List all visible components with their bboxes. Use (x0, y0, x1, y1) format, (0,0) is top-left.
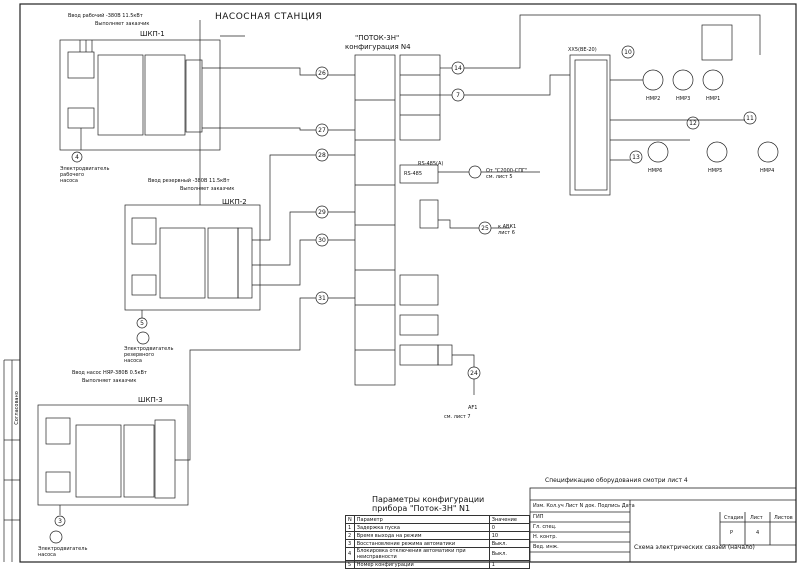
side-stamp-label: Согласовано (13, 391, 20, 425)
panel-2 (124, 204, 261, 345)
panel-3-label: ШКП-3 (138, 396, 163, 404)
params-col-name: Параметр (353, 515, 490, 524)
sensor-label: НМР4 (760, 168, 775, 174)
panel-2-note: Выполняет заказчик (180, 186, 235, 192)
params-header-row: N Параметр Значение (345, 515, 530, 524)
sheet-title: НАСОСНАЯ СТАНЦИЯ (215, 12, 323, 22)
marker-label: 13 (632, 154, 640, 161)
marker-label: 5 (140, 320, 144, 327)
af-label: АF1 (468, 405, 478, 411)
marker-label: 28 (318, 152, 326, 159)
marker-label: 24 (470, 370, 478, 377)
marker-label: 27 (318, 127, 326, 134)
af-note: см. лист 7 (444, 414, 471, 420)
device-block (354, 54, 453, 386)
marker-label: 14 (454, 65, 462, 72)
marker-label: 7 (456, 92, 460, 99)
junction-label: ХХ5(ВЕ-20) (568, 47, 597, 53)
panel-1-note: Выполняет заказчик (95, 21, 150, 27)
marker-label: 31 (318, 295, 326, 302)
panel-1-input: Ввод рабочий -380В 11.5кВт (68, 13, 143, 19)
sensors (642, 24, 779, 163)
panel-3-input: Ввод насос НЯР-380В 0.5кВт (72, 370, 147, 376)
panel-3 (37, 404, 189, 544)
marker-label: 30 (318, 237, 326, 244)
stamp-row: Вед. инж. (533, 544, 559, 550)
panel-2-input: Ввод резервный -380В 11.5кВт (148, 178, 230, 184)
rs485-device-a: RS-485(А) (418, 161, 444, 167)
avr-note: к АВК1 лист 6 (498, 224, 517, 236)
stamp-description: Схема электрических связей (начало) (634, 544, 755, 551)
sheets-head: Листов (774, 515, 793, 521)
marker-label: 10 (624, 49, 632, 56)
marker-label: 29 (318, 209, 326, 216)
stamp-row: Гл. спец. (533, 524, 557, 530)
device-title: "ПОТОК-3Н" (355, 34, 400, 42)
sensor-label: НМР6 (648, 168, 663, 174)
marker-label: 4 (75, 154, 79, 161)
panel-1-label: ШКП-1 (140, 30, 165, 38)
pump-2-label: Электродвигатель резервного насоса (124, 346, 174, 364)
params-col-value: Значение (488, 515, 530, 524)
marker-label: 25 (481, 225, 489, 232)
cable-note: От "С2000-СПГ" см. лист 5 (486, 168, 528, 180)
sensor-label: НМР1 (706, 96, 721, 102)
panel-3-note: Выполняет заказчик (82, 378, 137, 384)
panel-2-label: ШКП-2 (222, 198, 247, 206)
stage-value: Р (730, 530, 734, 536)
sheet-head: Лист (750, 515, 763, 521)
spec-note: Спецификацию оборудования смотри лист 4 (545, 477, 688, 484)
stamp-row: ГИП (533, 514, 544, 520)
params-title: Параметры конфигурации (372, 495, 485, 504)
sensor-label: НМР2 (646, 96, 661, 102)
sheet-value: 4 (756, 530, 760, 536)
sensor-label: НМР3 (676, 96, 691, 102)
stamp-row: Н. контр. (533, 534, 557, 540)
marker-label: 3 (58, 518, 62, 525)
marker-label: 11 (746, 115, 754, 122)
stamp-head: Изм. Кол.уч Лист N док. Подпись Дата (533, 503, 635, 509)
title-block (529, 487, 797, 563)
params-col-n: N (345, 515, 355, 524)
sensor-label: НМР5 (708, 168, 723, 174)
marker-label: 12 (689, 120, 697, 127)
params-subtitle: прибора "Поток-3Н" N1 (372, 504, 471, 513)
rs485-device: RS-485 (404, 171, 422, 177)
stage-head: Стадия (724, 515, 744, 521)
marker-label: 26 (318, 70, 326, 77)
device-subtitle: конфигурация N4 (345, 43, 411, 51)
wiring (175, 14, 761, 461)
pump-1-label: Электродвигатель рабочего насоса (60, 166, 110, 184)
pump-3-label: Электродвигатель насоса (38, 546, 88, 558)
junction-box (569, 54, 611, 196)
panel-1 (59, 39, 221, 163)
wire-markers (315, 45, 757, 380)
